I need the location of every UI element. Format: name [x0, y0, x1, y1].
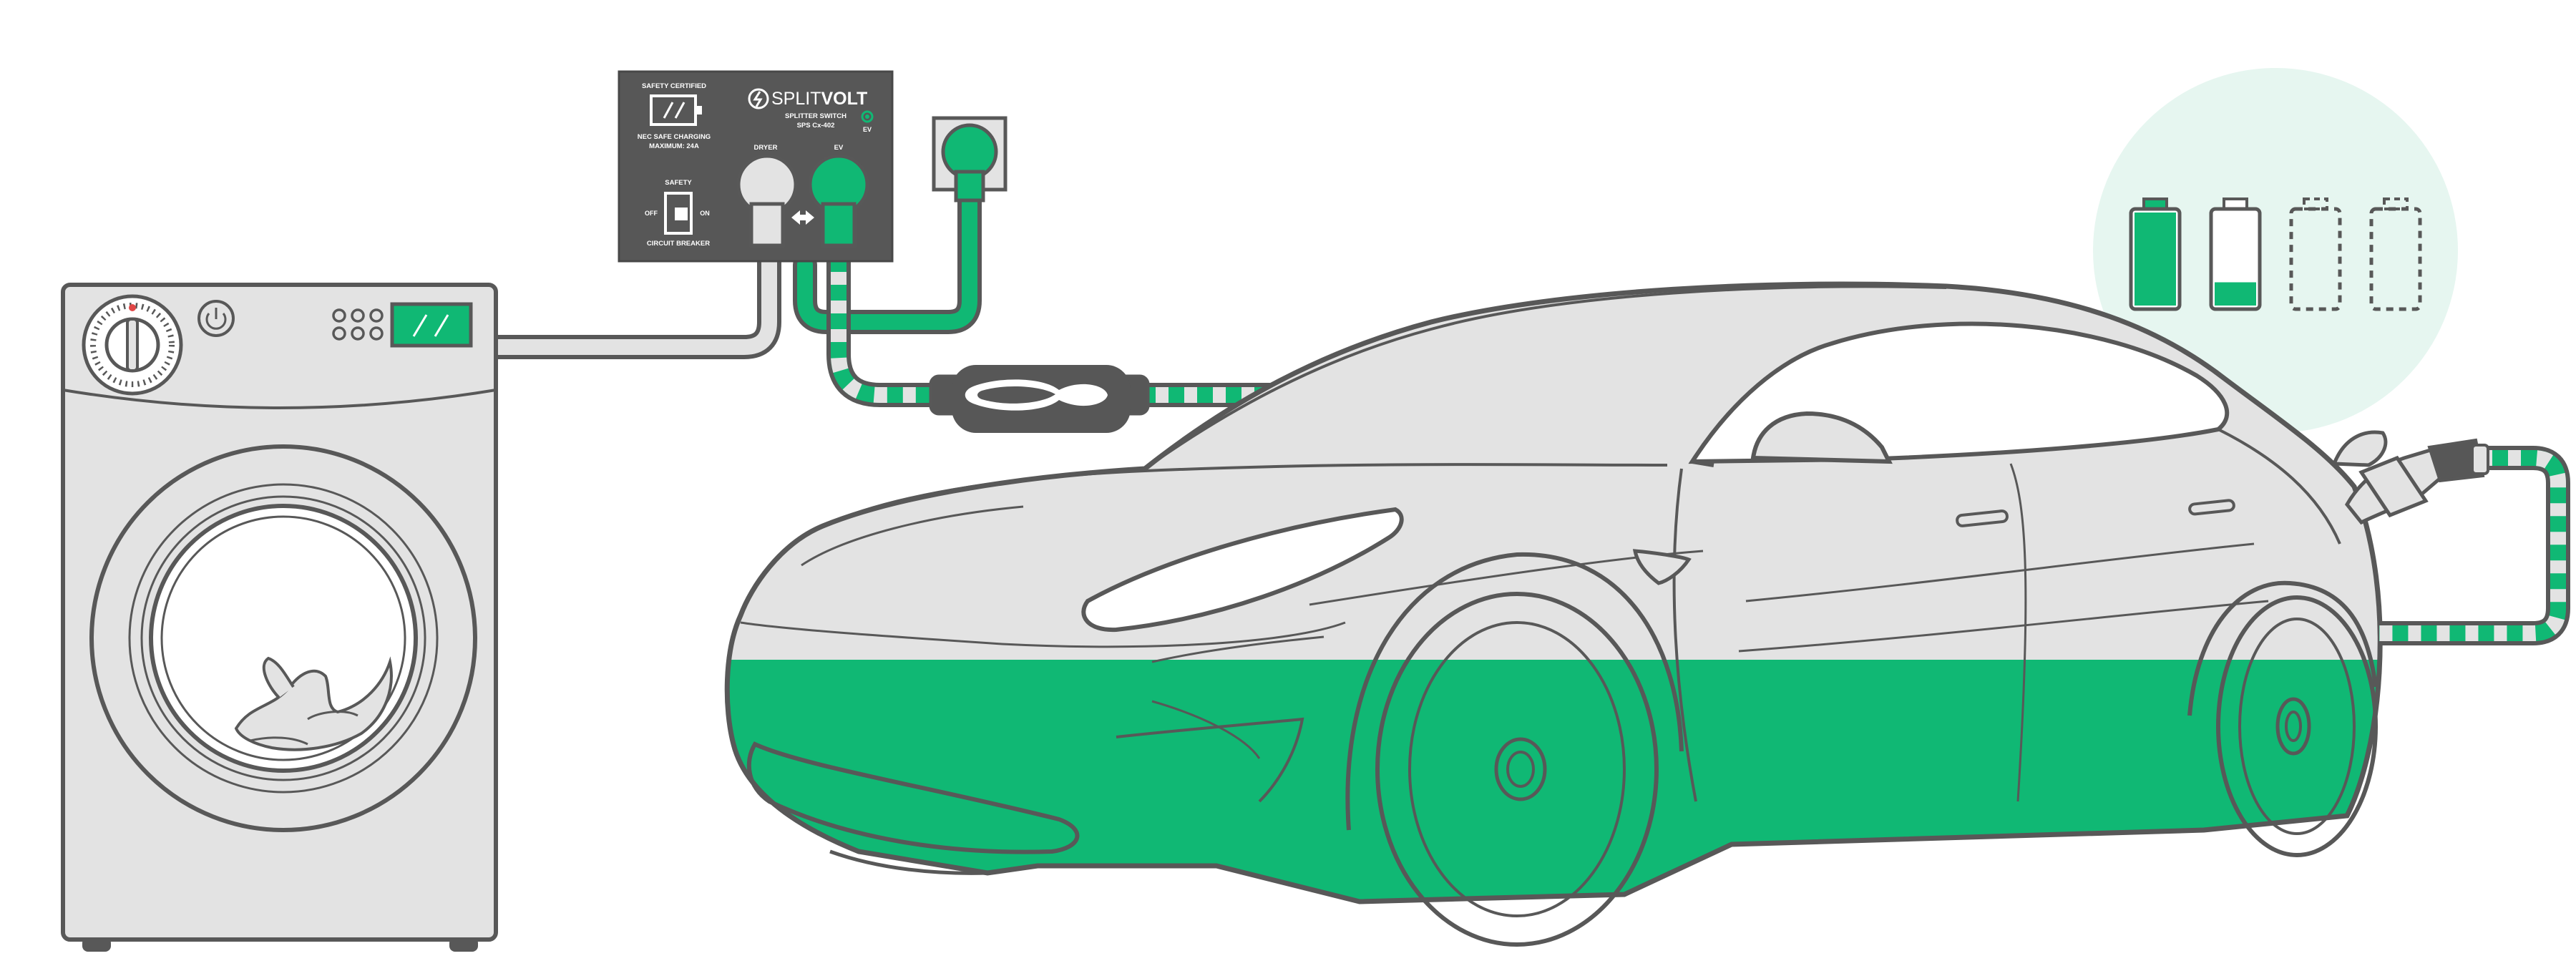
dryer	[61, 283, 498, 952]
battery-icon-2	[2209, 197, 2262, 311]
ev-cable-to-control-box	[826, 243, 955, 407]
wall-outlet	[932, 116, 1008, 203]
timer-dial-icon	[82, 294, 183, 396]
ev-plug	[808, 154, 869, 248]
rear-wheel	[2187, 580, 2378, 857]
breaker-off-label: OFF	[645, 210, 658, 217]
battery-status-bubble	[2093, 68, 2458, 433]
nec-line-1: NEC SAFE CHARGING	[638, 133, 711, 141]
switch-arrow-icon	[791, 210, 814, 225]
dryer-door	[89, 444, 477, 832]
product-name: SPLITTER SWITCH	[785, 112, 847, 120]
battery-icon-1	[2129, 197, 2182, 311]
battery-icon-3	[2289, 197, 2342, 311]
safety-label: SAFETY	[665, 179, 692, 187]
outlet-ev-label: EV	[834, 144, 844, 152]
nec-line-2: MAXIMUM: 24A	[649, 142, 699, 150]
wall-outlet-cable	[793, 181, 982, 334]
safety-certified-battery-icon	[650, 94, 702, 126]
electric-car	[724, 281, 2383, 947]
circuit-breaker-toggle-icon	[664, 192, 693, 235]
breaker-on-label: ON	[700, 210, 710, 217]
outlet-dryer-label: DRYER	[754, 144, 778, 152]
battery-fill-1	[2135, 213, 2176, 306]
car-charging-cable	[2379, 446, 2570, 645]
dryer-cable	[482, 231, 781, 359]
battery-icon-4	[2369, 197, 2422, 311]
evse-control-box	[929, 365, 1150, 433]
circuit-breaker-label: CIRCUIT BREAKER	[647, 240, 710, 248]
dryer-plug	[736, 154, 798, 248]
splitter-switch: SAFETY CERTIFIED NEC SAFE CHARGING MAXIM…	[618, 70, 894, 263]
power-button-icon[interactable]	[197, 300, 235, 337]
laundry-icon	[234, 656, 393, 751]
dryer-display-icon	[390, 302, 473, 348]
ev-indicator-light	[861, 110, 874, 123]
charging-plug-icon	[2331, 430, 2489, 525]
brand-name: SPLITVOLT	[771, 89, 867, 109]
safety-certified-label: SAFETY CERTIFIED	[642, 82, 706, 90]
ev-indicator-label: EV	[863, 126, 872, 133]
splitvolt-logo-icon	[748, 88, 769, 109]
front-wheel	[1345, 552, 1684, 947]
model-number: SPS Cx-402	[797, 122, 835, 130]
car-charge-level-fill	[727, 660, 2381, 902]
battery-fill-2	[2215, 282, 2256, 306]
dryer-control-buttons[interactable]	[332, 308, 384, 341]
